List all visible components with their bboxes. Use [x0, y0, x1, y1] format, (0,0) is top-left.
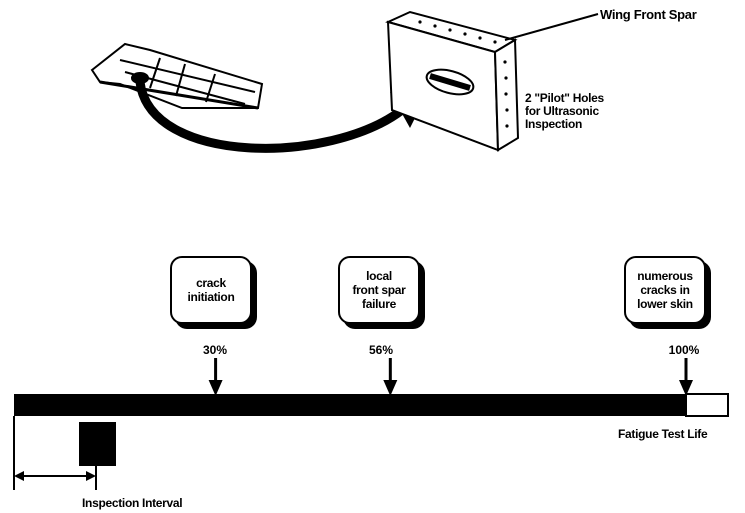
spar-rivets — [418, 20, 509, 128]
test-life-bar — [14, 393, 729, 417]
milestone-text: local front spar failure — [352, 269, 406, 311]
milestone-arrow — [679, 358, 693, 396]
fatigue-test-life-label: Fatigue Test Life — [618, 427, 708, 441]
milestone-percent: 30% — [202, 343, 228, 357]
pilot-holes-label: 2 "Pilot" Holes for Ultrasonic Inspectio… — [525, 92, 604, 131]
inspection-interval-label: Inspection Interval — [82, 496, 183, 510]
milestone-percent: 100% — [668, 343, 700, 357]
pilot-holes-line-1: 2 "Pilot" Holes — [525, 91, 604, 105]
milestone-percent: 56% — [368, 343, 394, 357]
wing-planform-drawing — [90, 42, 264, 110]
milestone-text: crack initiation — [187, 276, 235, 304]
wing-front-spar-label: Wing Front Spar — [600, 7, 697, 22]
milestone-arrow — [208, 358, 223, 396]
milestone-box-crack-initiation: crack initiation — [170, 256, 252, 324]
pilot-holes-line-3: Inspection — [525, 117, 583, 131]
milestone-box-front-spar-failure: local front spar failure — [338, 256, 420, 324]
pilot-holes-line-2: for Ultrasonic — [525, 104, 599, 118]
milestone-arrows — [208, 358, 693, 396]
milestone-text: numerous cracks in lower skin — [637, 269, 693, 311]
milestone-box-lower-skin-cracks: numerous cracks in lower skin — [624, 256, 706, 324]
inspection-interval-marker — [13, 416, 116, 490]
milestone-arrow — [383, 358, 398, 396]
